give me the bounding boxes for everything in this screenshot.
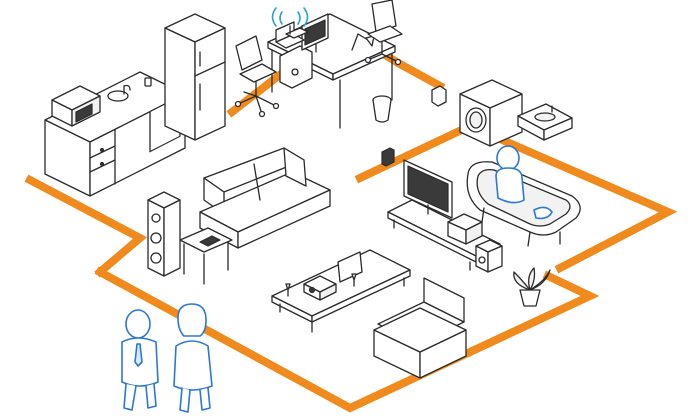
smart-sensor <box>431 85 447 107</box>
sofa <box>199 147 331 249</box>
bathroom-sink <box>517 103 573 141</box>
hall-wall <box>394 58 446 92</box>
washing-machine <box>459 79 523 147</box>
person-man <box>121 309 159 411</box>
projector <box>303 275 337 301</box>
telephone <box>199 235 221 247</box>
wifi-signal-icon <box>271 7 309 27</box>
living-room-wall <box>94 266 600 413</box>
office-chair-left <box>234 35 280 118</box>
smart-plug <box>381 147 395 167</box>
speaker-left <box>147 191 181 277</box>
refrigerator <box>164 13 226 141</box>
armchair <box>373 277 467 379</box>
kitchen-wall <box>24 174 148 278</box>
coffee-cup <box>144 77 152 87</box>
computer-monitor <box>301 13 329 53</box>
kitchen-sink <box>107 84 131 102</box>
desk-lamp <box>351 33 375 51</box>
potted-plant <box>513 267 551 307</box>
side-table <box>179 227 233 285</box>
wine-glasses <box>285 273 357 297</box>
person-in-bathtub <box>495 145 553 220</box>
kitchen-counter <box>44 71 186 197</box>
bathroom-wall <box>354 121 678 274</box>
wifi-router <box>285 25 309 39</box>
waste-bin <box>372 95 392 123</box>
office-chair-right <box>364 0 403 66</box>
person-woman <box>173 303 213 413</box>
television <box>403 159 453 219</box>
audio-receiver <box>447 213 483 245</box>
speaker-small <box>475 239 503 273</box>
coffee-table <box>271 249 411 333</box>
bathtub <box>466 161 581 247</box>
microwave <box>51 85 101 127</box>
